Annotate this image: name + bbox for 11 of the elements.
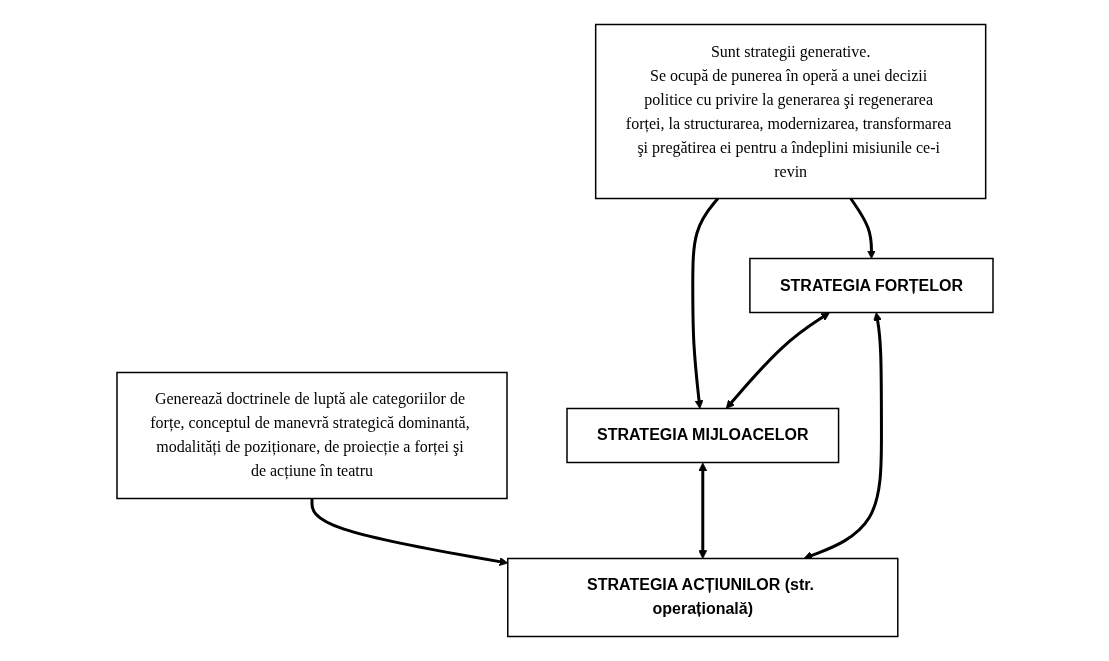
node-box: Generează doctrinele de luptă ale categoriilor de forțe, conceptul de manevră strategică dominantă, modalități de poziționare, de proiecție a forței şi de acțiune în teatru bbox=[115, 371, 508, 500]
arrow bbox=[697, 462, 707, 559]
arrow bbox=[310, 498, 508, 566]
arrow bbox=[690, 197, 719, 409]
arrow bbox=[803, 312, 883, 560]
node-box: STRATEGIA ACȚIUNILOR (str. operațională) bbox=[506, 557, 899, 638]
arrow bbox=[725, 312, 830, 409]
node-box: Sunt strategii generative. Se ocupă de punerea în operă a unei decizii politice cu privire la generarea şi regenerarea forței, la structurarea, modernizarea, transformarea şi pregătirea ei pentru a îndeplini misiunile ce-i revin bbox=[594, 23, 986, 200]
arrow bbox=[849, 197, 876, 259]
node-box: STRATEGIA MIJLOACELOR bbox=[565, 407, 839, 464]
node-box: STRATEGIA FORȚELOR bbox=[748, 257, 994, 314]
